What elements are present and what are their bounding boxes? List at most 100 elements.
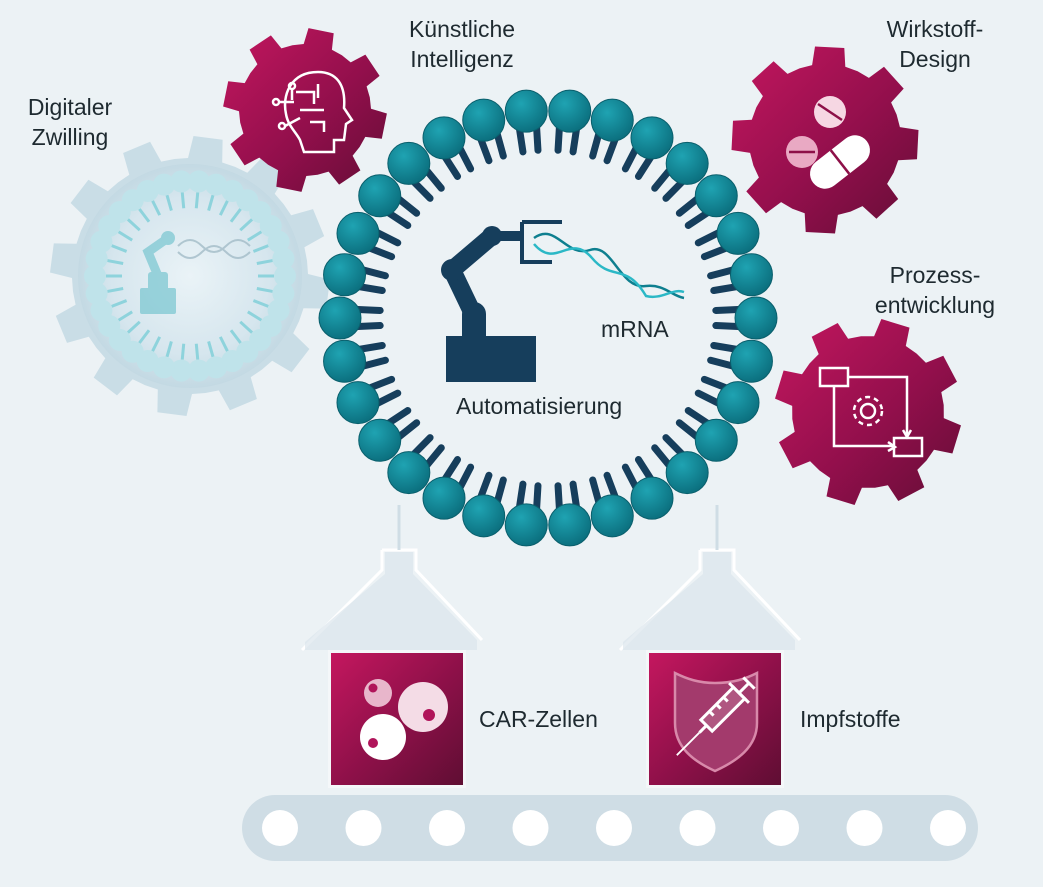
twin-lipid-tail: [252, 244, 269, 253]
lipid-head: [358, 418, 402, 462]
mrna-liposome: [318, 89, 778, 547]
twin-lipid-tail: [165, 340, 173, 358]
lipid-head: [694, 174, 738, 218]
twin-lipid-tail: [247, 310, 263, 322]
twin-lipid-tail: [126, 320, 141, 334]
conveyor-roller: [930, 810, 966, 846]
lipid-head: [504, 503, 548, 547]
lipid-head: [548, 89, 592, 133]
lipid-head: [694, 418, 738, 462]
conveyor-roller: [262, 810, 298, 846]
twin-lipid-head: [187, 170, 210, 193]
label-digital-twin: Digitaler Zwilling: [0, 92, 140, 152]
robot-arm-icon: [441, 220, 562, 382]
label-process-line1: Prozess-: [889, 262, 981, 288]
funnel-left-fill: [305, 552, 477, 650]
brain-circuit-icon: [271, 70, 354, 154]
twin-lipid-tail: [229, 329, 242, 344]
twin-lipid-tail: [180, 192, 186, 209]
syringe-shield-icon: [673, 670, 759, 773]
twin-lipid-tail: [256, 259, 273, 265]
lipid-head: [462, 98, 506, 142]
lipid-head: [590, 98, 634, 142]
label-vaccines: Impfstoffe: [800, 706, 901, 732]
twin-lipid-tail: [180, 343, 186, 360]
lipid-head: [729, 253, 773, 297]
lipid-head: [716, 211, 760, 255]
digital-twin-liposome: [84, 170, 296, 382]
label-drug-design: Wirkstoff- Design: [865, 14, 1005, 74]
label-drug-design-line1: Wirkstoff-: [886, 16, 984, 42]
twin-lipid-tail: [207, 194, 215, 212]
lipid-head: [323, 253, 367, 297]
conveyor-roller: [429, 810, 465, 846]
twin-lipid-tail: [138, 208, 151, 223]
twin-lipid-head: [90, 299, 113, 322]
lipid-head: [630, 116, 674, 160]
conveyor-roller: [512, 810, 549, 846]
twin-lipid-tail: [107, 259, 124, 265]
lipid-head: [729, 339, 773, 383]
twin-lipid-tail: [252, 299, 269, 308]
twin-lipid-tail: [165, 194, 173, 212]
process-gear-flow-icon: [818, 366, 924, 458]
conveyor-roller: [596, 810, 632, 846]
twin-lipid-tail: [207, 340, 215, 358]
lipid-head: [665, 141, 709, 185]
lipid-head: [422, 476, 466, 520]
twin-lipid-head: [274, 265, 296, 287]
lipid-head: [734, 296, 778, 340]
twin-lipid-head: [272, 282, 295, 305]
lipid-head: [358, 174, 402, 218]
label-digital-twin-line2: Zwilling: [31, 124, 109, 150]
lipid-head: [387, 141, 431, 185]
twin-lipid-head: [267, 230, 290, 253]
twin-lipid-tail: [239, 218, 254, 232]
twin-lipid-head: [85, 247, 108, 270]
twin-lipid-tail: [107, 287, 124, 293]
label-ai-line2: Intelligenz: [410, 46, 514, 72]
twin-lipid-tail: [229, 208, 242, 223]
pills-icon: [786, 96, 870, 189]
lipid-head: [422, 116, 466, 160]
twin-lipid-tail: [126, 218, 141, 232]
label-drug-design-line2: Design: [899, 46, 971, 72]
mrna-strand-icon: [533, 232, 685, 300]
label-process-line2: entwicklung: [874, 292, 996, 318]
twin-lipid-tail: [247, 230, 263, 242]
lipid-head: [504, 89, 548, 133]
twin-lipid-tail: [239, 320, 254, 334]
twin-lipid-tail: [256, 287, 273, 293]
twin-lipid-tail: [194, 343, 200, 360]
cells-icon: [360, 679, 448, 760]
conveyor-rollers: [262, 810, 966, 846]
twin-lipid-head: [187, 359, 210, 382]
lipid-head: [462, 494, 506, 538]
label-mrna: mRNA: [601, 316, 669, 342]
label-automation: Automatisierung: [456, 393, 623, 419]
process-gear: [775, 319, 961, 505]
twin-lipid-head: [272, 247, 295, 270]
lipid-head: [665, 451, 709, 495]
label-ai-line1: Künstliche: [408, 16, 516, 42]
lipid-head: [630, 476, 674, 520]
twin-lipid-tail: [138, 329, 151, 344]
label-car-cells: CAR-Zellen: [479, 706, 598, 732]
lipid-head: [323, 339, 367, 383]
lipid-head: [336, 381, 380, 425]
funnel-right-fill: [623, 552, 795, 650]
twin-lipid-tail: [194, 192, 200, 209]
label-digital-twin-line1: Digitaler: [27, 94, 113, 120]
twin-lipid-head: [85, 282, 108, 305]
lipid-head: [548, 503, 592, 547]
twin-lipid-tail: [111, 244, 128, 253]
twin-lipid-head: [204, 356, 227, 379]
twin-lipid-tail: [218, 336, 229, 352]
lipid-head: [590, 494, 634, 538]
twin-lipid-tail: [117, 230, 133, 242]
lipid-head: [336, 211, 380, 255]
twin-lipid-tail: [151, 336, 162, 352]
conveyor-roller: [345, 810, 382, 846]
lipid-head: [318, 296, 362, 340]
